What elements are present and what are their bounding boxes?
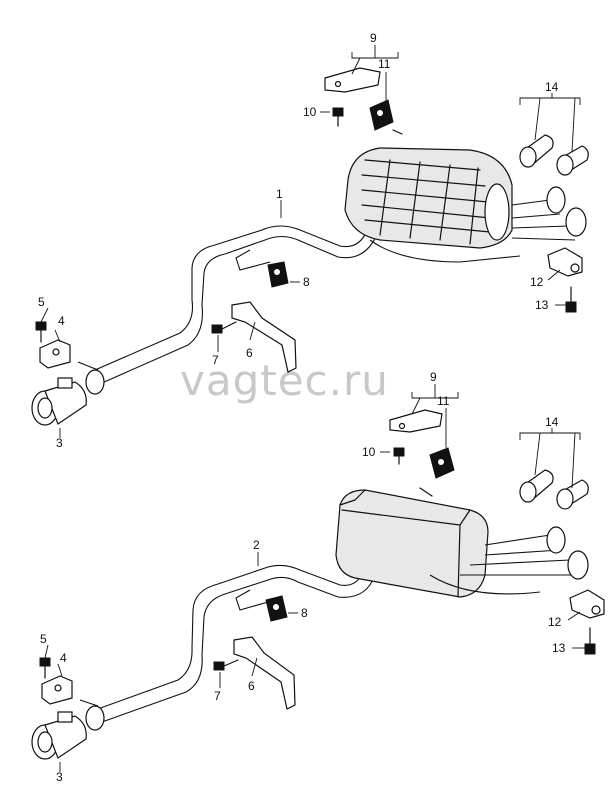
callout-14-top: 14 (545, 80, 559, 94)
bracket-12-bottom (569, 589, 605, 619)
heat-shield-bracket-6-top (231, 301, 297, 373)
callout-1: 1 (276, 187, 283, 201)
callout-12-bottom: 12 (548, 615, 562, 629)
inlet-pipe-end-bottom (79, 699, 105, 731)
callout-3-bottom: 3 (56, 770, 63, 784)
callout-7-top: 7 (212, 353, 219, 367)
rubber-mount-11-bottom (419, 447, 455, 497)
hex-bolt-13-top (565, 286, 577, 313)
rubber-mount-8-bottom (265, 595, 288, 622)
callout-3-top: 3 (56, 436, 63, 450)
mounting-bracket-4-top (39, 339, 71, 369)
bracket-9-bottom (389, 409, 443, 433)
callout-14-bottom: 14 (545, 415, 559, 429)
bracket-12-top (547, 247, 583, 277)
callout-2: 2 (253, 538, 260, 552)
hex-bolt-7-top (211, 321, 237, 334)
callout-12-top: 12 (530, 275, 544, 289)
callout-10-bottom: 10 (362, 445, 376, 459)
callout-11-bottom: 11 (437, 394, 450, 408)
callout-7-bottom: 7 (214, 689, 221, 703)
rear-silencer-bottom (335, 489, 489, 598)
callout-8-top: 8 (303, 275, 310, 289)
callout-11-top: 11 (378, 57, 391, 71)
callout-6-top: 6 (246, 346, 253, 360)
bracket-9-top (324, 67, 381, 93)
hex-bolt-10-bottom (393, 447, 405, 465)
bottom-assembly: 2 3 4 5 6 7 8 9 10 11 12 13 14 (31, 370, 605, 784)
leader-lines-bottom (44, 384, 585, 772)
pipe-clamp-3-bottom (31, 711, 87, 760)
watermark-text: vagtec.ru (180, 356, 389, 405)
callout-9-top: 9 (370, 31, 377, 45)
mounting-bracket-4-bottom (41, 675, 73, 705)
hex-bolt-5-bottom (39, 657, 51, 679)
callout-10-top: 10 (303, 105, 317, 119)
hex-bolt-10-top (332, 107, 344, 127)
top-assembly: 1 3 4 5 6 7 8 9 10 11 12 13 14 (31, 31, 589, 450)
callout-13-bottom: 13 (552, 641, 566, 655)
rear-silencer-top (344, 147, 513, 249)
rubber-mount-11-top (369, 99, 403, 135)
callout-5-top: 5 (38, 295, 45, 309)
tailpipe-trim-top (519, 134, 589, 176)
exhaust-pipe-2 (94, 564, 376, 723)
inlet-pipe-end-top (77, 361, 105, 395)
pipe-clamp-3-top (31, 377, 87, 426)
callout-8-bottom: 8 (301, 606, 308, 620)
tailpipe-outlets-bottom (429, 526, 589, 595)
tailpipe-trim-bottom (519, 469, 589, 510)
leader-lines-top (40, 45, 581, 438)
hex-bolt-7-bottom (213, 659, 239, 671)
tailpipe-outlets-top (369, 186, 587, 263)
hex-bolt-5-top (35, 321, 47, 343)
callouts-bottom: 2 3 4 5 6 7 8 9 10 11 12 13 14 (40, 370, 566, 784)
callouts-top: 1 3 4 5 6 7 8 9 10 11 12 13 14 (38, 31, 559, 450)
exhaust-pipe-1 (94, 225, 379, 384)
callout-5-bottom: 5 (40, 632, 47, 646)
callout-6-bottom: 6 (248, 679, 255, 693)
rubber-mount-8-top (267, 261, 289, 288)
callout-4-top: 4 (58, 314, 65, 328)
heat-shield-bracket-6-bottom (233, 636, 296, 710)
callout-13-top: 13 (535, 298, 549, 312)
callout-4-bottom: 4 (60, 651, 67, 665)
callout-9-bottom: 9 (430, 370, 437, 384)
hex-bolt-13-bottom (584, 627, 596, 655)
